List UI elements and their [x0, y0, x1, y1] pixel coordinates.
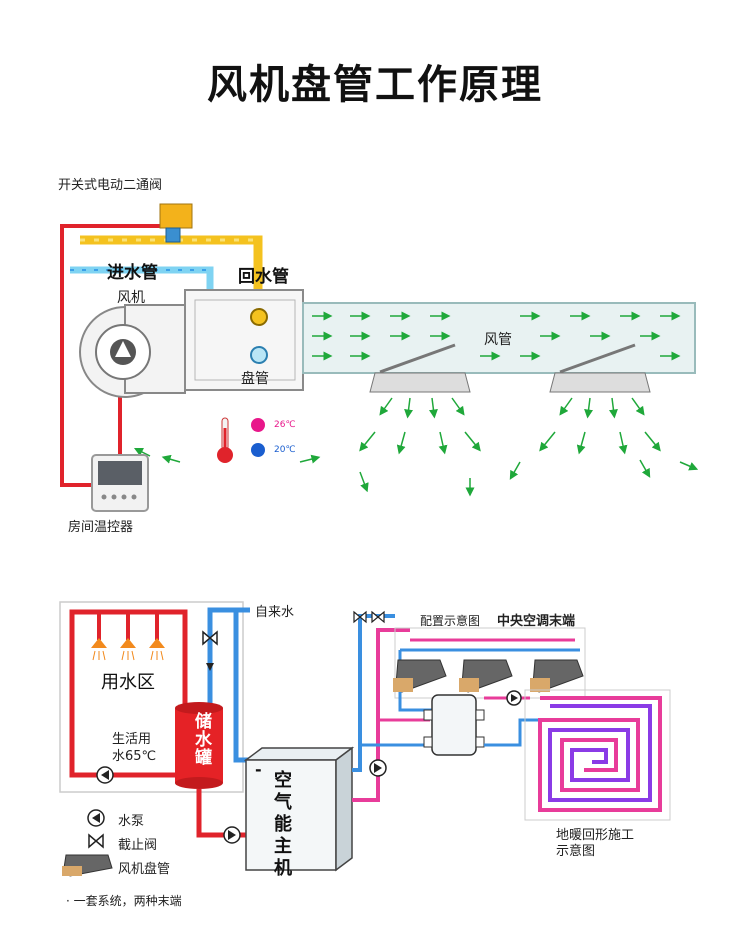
legend-fan-coil-icon — [62, 854, 113, 877]
pump-icon-2 — [223, 826, 241, 844]
footnote: · 一套系统，两种末端 — [66, 894, 182, 908]
water-zone-label: 用水区 — [101, 672, 155, 693]
domestic-water-label-1: 生活用 — [112, 732, 152, 747]
tank-label: 储水罐 — [191, 712, 211, 766]
legend-pump-label: 水泵 — [118, 814, 145, 829]
air-energy-host — [243, 746, 355, 872]
stop-valve-icon-r1 — [353, 610, 367, 624]
thermostat-icon — [91, 454, 149, 512]
tap-water-pipe — [207, 607, 250, 715]
shower-icon-1 — [91, 638, 107, 648]
cooling-pipe-pink — [352, 628, 410, 802]
house-outline — [59, 601, 244, 793]
stop-valve-icon-top — [202, 630, 218, 646]
storage-tank — [175, 702, 223, 789]
diffuser-2 — [549, 343, 651, 393]
electric-valve-icon — [159, 203, 193, 243]
legend-stop-valve-label: 截止阀 — [118, 838, 158, 853]
tap-water-label: 自来水 — [255, 605, 295, 620]
valve-label: 开关式电动二通阀 — [58, 178, 163, 193]
pump-icon-1 — [96, 766, 114, 784]
fan-label: 风机 — [117, 290, 145, 306]
config-label: 配置示意图 — [420, 614, 481, 628]
fan-coil-icon-3 — [530, 659, 584, 693]
floor-heating-box — [524, 689, 671, 821]
legend-fan-coil-label: 风机盘管 — [118, 862, 171, 877]
legend-pump-icon — [87, 809, 105, 827]
fan-coil-icon-2 — [459, 659, 513, 693]
shower-icon-3 — [149, 638, 165, 648]
pump-icon-4 — [506, 690, 522, 706]
return-pipe-label: 回水管 — [238, 267, 289, 287]
outlet-airflow-arrows — [133, 397, 699, 497]
page-title: 风机盘管工作原理 — [207, 62, 543, 108]
cold-temp-label: 20℃ — [274, 445, 296, 455]
floor-heating-label-2: 示意图 — [556, 844, 596, 859]
pump-icon-3 — [369, 759, 387, 777]
legend-stop-valve-icon — [88, 833, 104, 849]
fan-unit — [78, 304, 186, 398]
floor-heating-spiral — [538, 696, 662, 812]
floor-heating-label-1: 地暖回形施工 — [556, 828, 635, 843]
domestic-water-label-2: 水65℃ — [112, 749, 157, 764]
cooling-pipe-blue — [352, 614, 395, 772]
stop-valve-icon-r2 — [371, 610, 385, 624]
hot-dot-icon — [251, 418, 265, 432]
shower-icon-2 — [120, 638, 136, 648]
inlet-pipe-label: 进水管 — [107, 263, 158, 283]
control-wire — [60, 224, 162, 487]
cold-dot-icon — [251, 443, 265, 457]
thermometer-icon — [217, 417, 233, 463]
buffer-tank — [423, 694, 485, 756]
diffuser-1 — [369, 343, 471, 393]
host-dash: - — [255, 760, 262, 779]
hot-temp-label: 26℃ — [274, 420, 296, 430]
host-label: 空气能主机 — [271, 770, 292, 880]
coil-label: 盘管 — [241, 371, 269, 387]
terminal-label: 中央空调末端 — [497, 614, 576, 629]
duct-label: 风管 — [484, 332, 512, 348]
thermostat-label: 房间温控器 — [68, 520, 134, 535]
fan-coil-icon-1 — [393, 659, 447, 693]
duct-airflow-arrows — [312, 311, 681, 361]
coil-box — [184, 289, 304, 391]
